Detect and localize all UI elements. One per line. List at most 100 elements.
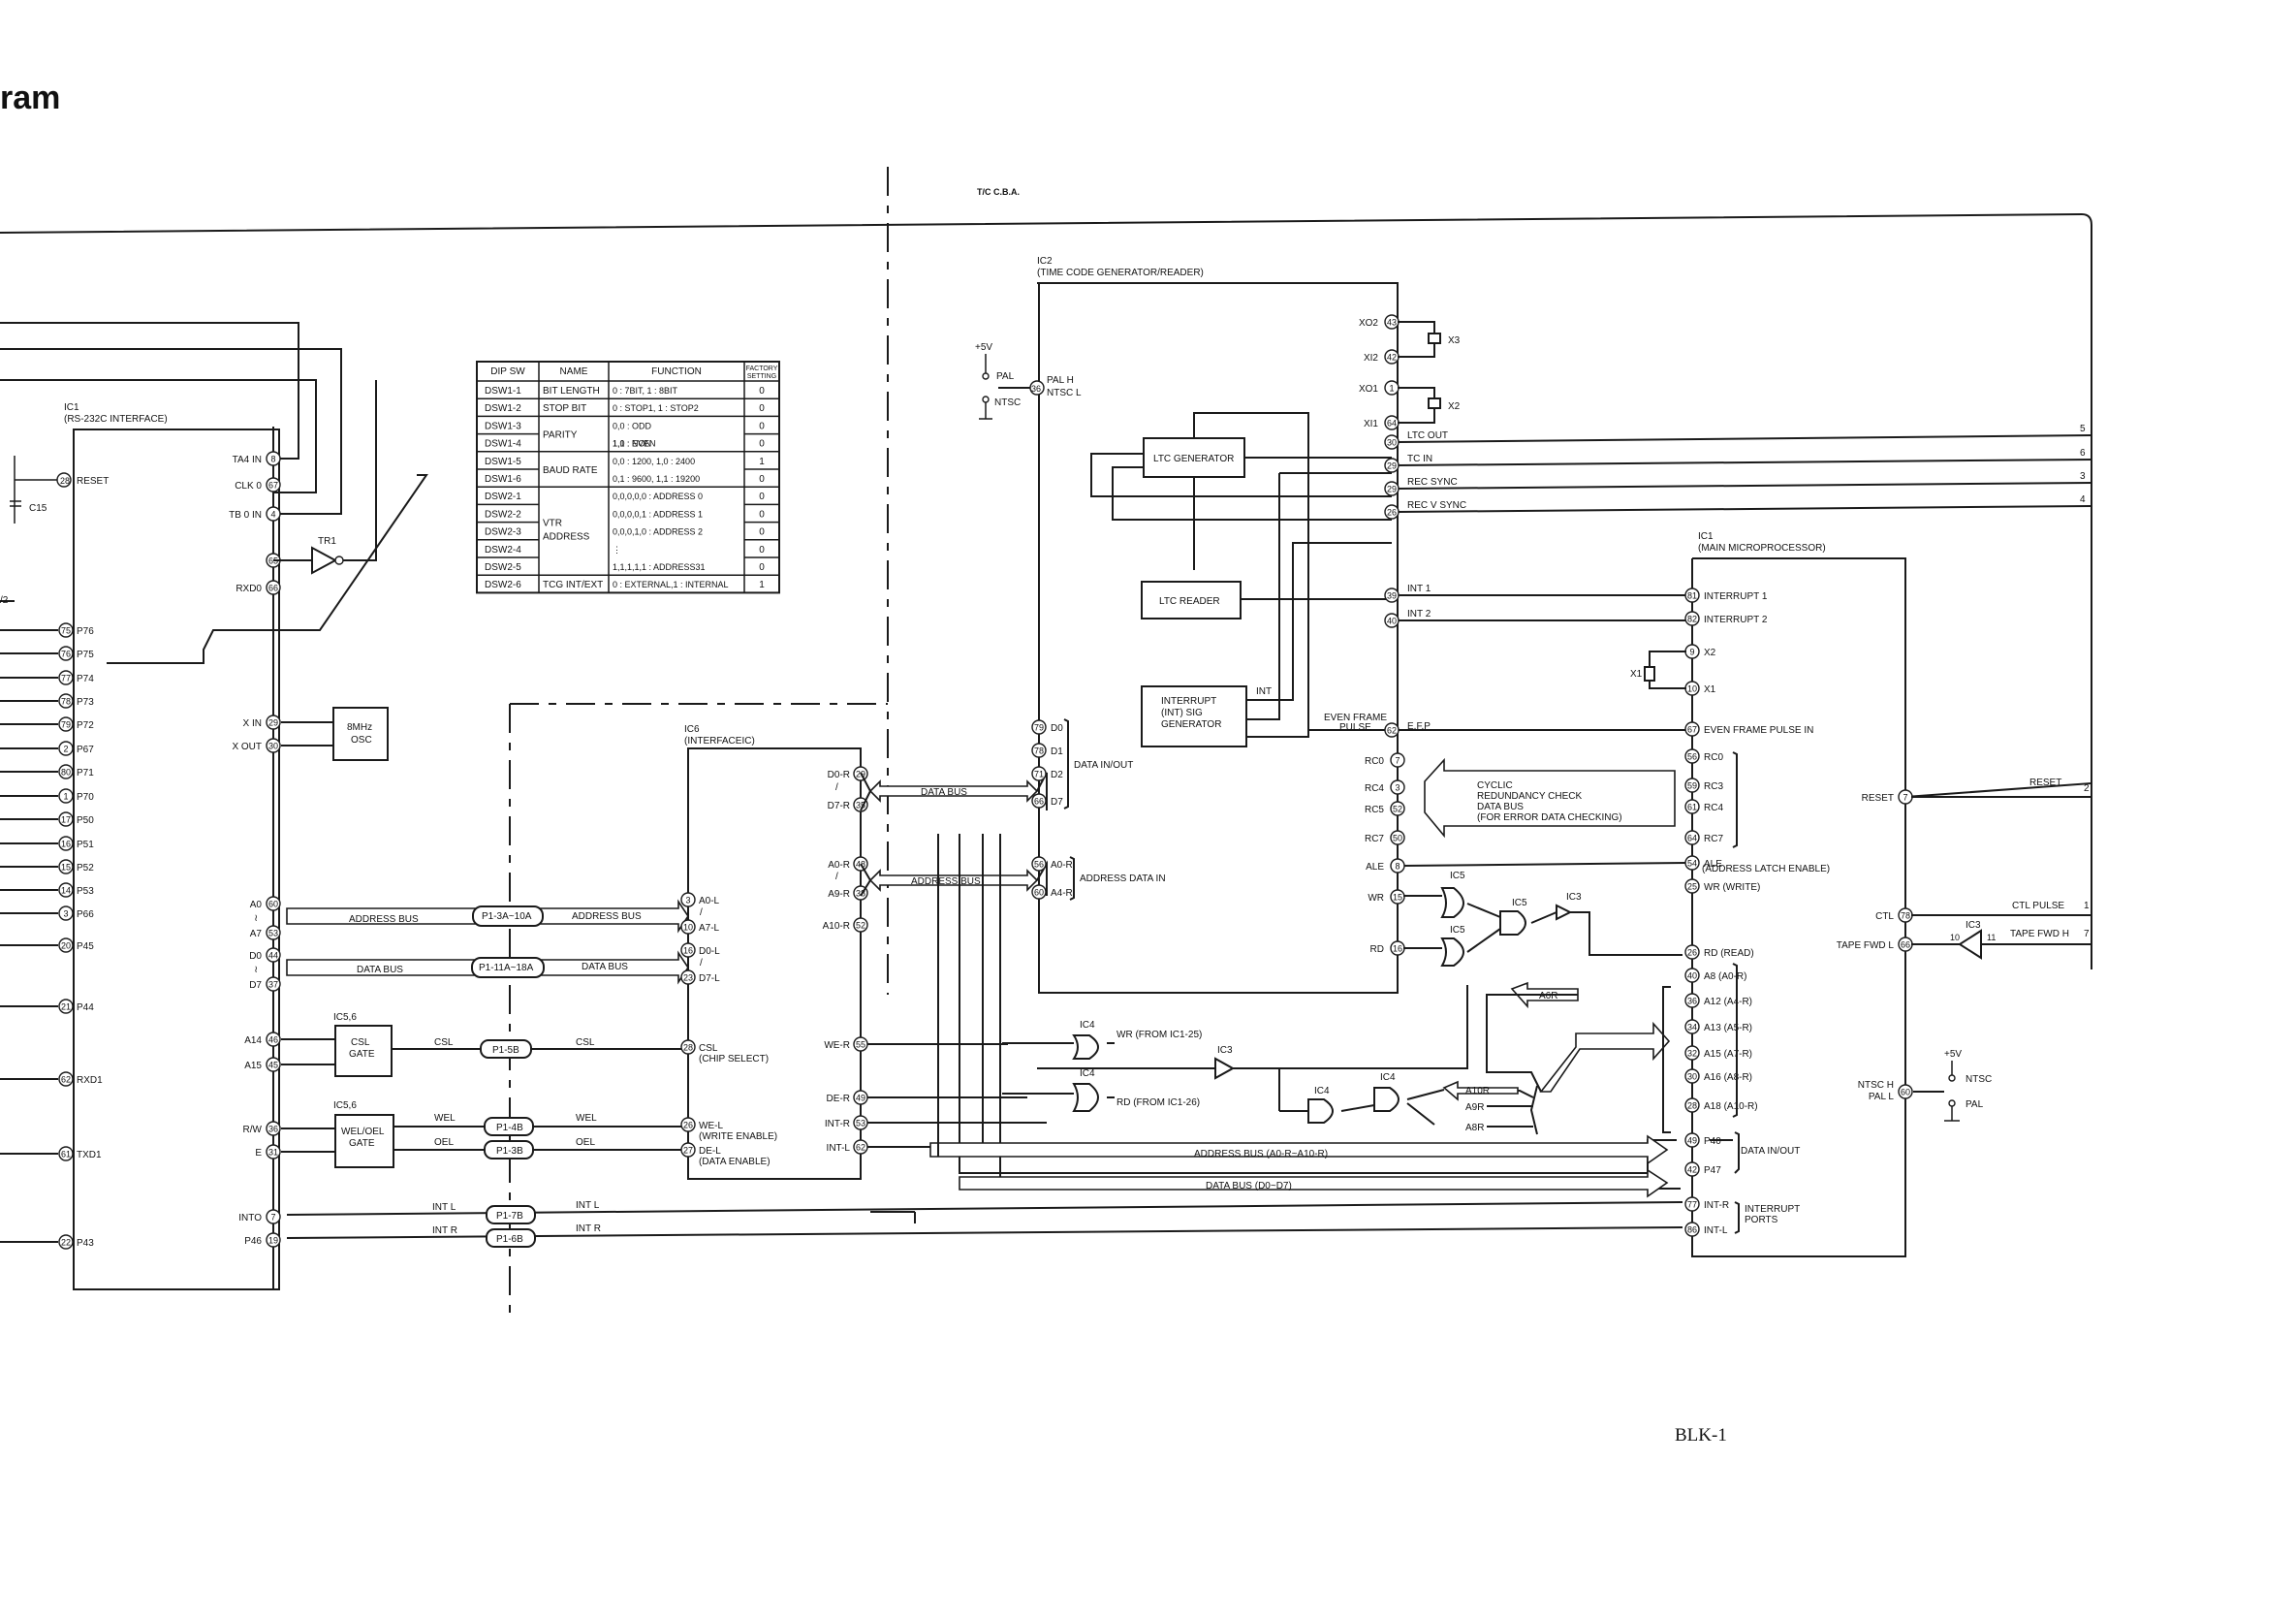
ic2-data-label: D0 (1051, 723, 1063, 734)
dip-func-2: 0,0 : ODD (613, 421, 652, 430)
ic2-rc-pin-number: 50 (1393, 834, 1402, 843)
rs232-pin-p52-number: 15 (61, 863, 71, 873)
ic3-inv-1 (1556, 904, 1573, 921)
ic6-left-pin-circle (680, 942, 696, 958)
ale-wire (1403, 862, 1687, 867)
ic2-data-pin-number: 66 (1034, 797, 1044, 807)
dip-sw-8: DSW2-3 (485, 527, 521, 538)
ic2-out-wire (1398, 434, 2092, 443)
ic1-rs232-right-pin-circle (266, 1209, 281, 1224)
ic6-right-label: A0-R (828, 860, 850, 871)
ic6-left-pin-number: 23 (683, 973, 693, 983)
connector-intl-label: P1-7B (496, 1211, 523, 1222)
ic1-rs232-right-label: CLK 0 (235, 481, 262, 492)
rs232-pin-label-p43: P43 (77, 1238, 94, 1249)
ic6-left-pin-circle (680, 1039, 696, 1055)
reset-label: RESET (77, 476, 109, 487)
dip-vtr2: ADDRESS (543, 532, 590, 543)
dip-set-6: 0 (759, 492, 765, 502)
ic6-slash-a: / (700, 907, 703, 918)
crc-arrow (1424, 757, 1676, 839)
ntsc-pal-pin-number: 60 (1901, 1088, 1910, 1097)
ic1-main-pin-circle (1684, 1222, 1700, 1237)
ic1-rs232-subtitle: (RS-232C INTERFACE) (64, 414, 168, 425)
ic2-addr-pin-circle (1031, 856, 1047, 872)
rs232-pin-p43-circle (58, 1234, 74, 1250)
ic1-rs232-right-pin-number: 60 (268, 900, 278, 909)
ic2-out-wire (1398, 459, 2092, 466)
dip-set-9: 0 (759, 545, 765, 556)
intl-label: INT L (432, 1202, 456, 1213)
ic6-left-pin-number: 16 (683, 946, 693, 956)
ic1-rs232-right-label: A15 (244, 1061, 262, 1071)
x2-label: X2 (1448, 401, 1461, 412)
ic1-main-pin-number: 82 (1687, 615, 1697, 624)
dip-parity: PARITY (543, 430, 578, 441)
page-title: ram (0, 79, 60, 116)
ic2-data-inout: DATA IN/OUT (1074, 760, 1133, 771)
ic1-main-pin-circle (1684, 748, 1700, 764)
connector-csl-label: P1-5B (492, 1045, 519, 1056)
ic1-main-label: RD (READ) (1704, 948, 1754, 959)
ic1-rs232-right-pin-circle (266, 580, 281, 595)
rs232-pin-p45-number: 20 (61, 941, 71, 951)
connector-data-label: P1-11A~18A (479, 963, 534, 973)
ic1-main-label: X1 (1704, 684, 1716, 695)
ic1-main-label: A18 (A10-R) (1704, 1101, 1758, 1112)
ic2-rc-pin-circle (1390, 801, 1405, 816)
dip-sw-5: DSW1-6 (485, 474, 521, 485)
rs232-pin-label-p44: P44 (77, 1002, 94, 1013)
ic6-left-pin-circle (680, 969, 696, 985)
ic1-main-pin-circle (1684, 1019, 1700, 1034)
dip-set-7: 0 (759, 509, 765, 520)
ic1-rs232-right-pin-number: 8 (270, 455, 275, 464)
ic2-rc-pin-number: 7 (1395, 756, 1400, 766)
ic4-gate-2 (1072, 1083, 1099, 1112)
rs232-pin-label-rxd1: RXD1 (77, 1075, 103, 1086)
osc-box (332, 707, 389, 761)
page-number: BLK-1 (1675, 1425, 1727, 1445)
ic1-rs232-interface: IC1 (RS-232C INTERFACE) 28 RESET C15 /2 … (0, 402, 280, 1290)
csl-gate (334, 1025, 393, 1077)
ic2-rc-label: RC4 (1365, 783, 1384, 794)
ic2-data-brace (1063, 718, 1069, 810)
ntsc-pal-pin-circle (1898, 1084, 1913, 1099)
int-tag: INT (1256, 686, 1272, 697)
rs232-pin-label-p72: P72 (77, 720, 94, 731)
ic2-ale-label: ALE (1366, 862, 1384, 873)
addr-to-ic1-arrow (1539, 1021, 1671, 1093)
ic1-main-pin-circle (1684, 721, 1700, 737)
rs232-pin-label-p45: P45 (77, 941, 94, 952)
ic6-left-label: WE-L (699, 1121, 723, 1131)
ic1-rs232-right-pin-circle (266, 1032, 281, 1047)
ic6-right-pin-number: 55 (856, 1040, 865, 1050)
rs232-pin-p72-circle (58, 716, 74, 732)
dip-func-3: 1,0 : EVEN (613, 439, 656, 449)
int-gen-l2: (INT) SIG (1161, 708, 1203, 718)
ic1-main-pin-circle (1684, 778, 1700, 793)
board-label: T/C C.B.A. (977, 187, 1020, 197)
ic1-rs232-title: IC1 (64, 402, 79, 413)
rs232-pin-p75-number: 76 (61, 650, 71, 659)
csl-line-label: CSL (434, 1037, 454, 1048)
oel-line-label-2: OEL (576, 1137, 595, 1148)
oel-line-label: OEL (434, 1137, 454, 1148)
int2-pin-number: 40 (1387, 617, 1397, 626)
ic1-main-pin-circle (1684, 611, 1700, 626)
reset-pin-number: 7 (1903, 793, 1907, 803)
ic6-left-sub: (CHIP SELECT) (699, 1054, 769, 1064)
dip-header-1: NAME (560, 366, 588, 377)
ic6-left-pin-circle (680, 919, 696, 935)
ic1-rs232-right-label: D0 (249, 951, 262, 962)
wel-line-label: WEL (434, 1113, 456, 1124)
ic2-out-num: 6 (2080, 448, 2086, 459)
dip-header-3a: FACTORY (746, 365, 778, 372)
ic1-rs232-right-pin-number: 53 (268, 929, 278, 938)
rs232-pin-label-p74: P74 (77, 674, 94, 684)
ic2-rc-label: RC5 (1365, 805, 1384, 815)
ic6-left-pin-number: 26 (683, 1121, 693, 1130)
